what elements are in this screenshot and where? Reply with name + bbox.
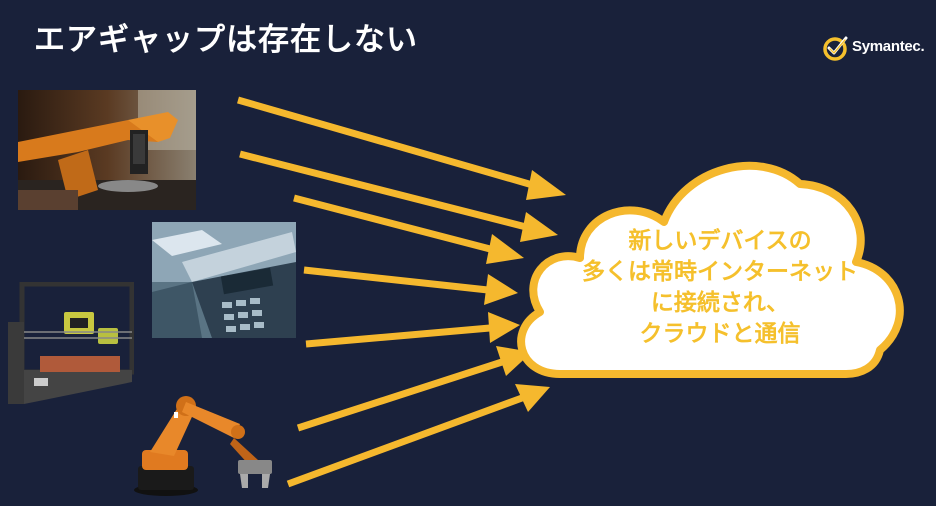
arrowhead-7 xyxy=(515,384,550,412)
arrow-7 xyxy=(286,394,524,488)
arrow-6 xyxy=(296,358,504,432)
arrow-4 xyxy=(303,266,489,294)
arrowhead-3 xyxy=(486,234,524,264)
arrow-1 xyxy=(237,96,537,190)
arrowhead-2 xyxy=(520,212,558,242)
cloud-message: 新しいデバイスの 多くは常時インターネット に接続され、 クラウドと通信 xyxy=(560,226,880,350)
brand-name: Symantec. xyxy=(852,38,925,55)
symantec-logo xyxy=(823,36,848,61)
slide-title: エアギャップは存在しない xyxy=(34,22,418,58)
robot-arm-photo xyxy=(18,90,196,210)
arrowhead-1 xyxy=(526,170,566,200)
arrow-2 xyxy=(239,150,531,232)
cloud-line-1: 新しいデバイスの xyxy=(628,228,812,254)
payment-terminal-photo xyxy=(152,222,296,338)
3d-printer-photo xyxy=(4,282,134,412)
arrow-5 xyxy=(305,324,491,348)
arrowhead-4 xyxy=(484,274,518,305)
cloud-line-2: 多くは常時インターネット xyxy=(582,259,858,285)
arrow-3 xyxy=(293,194,495,254)
arrowhead-5 xyxy=(488,312,520,343)
cloud-line-3: に接続され、 xyxy=(650,290,790,316)
industrial-robot-photo xyxy=(130,394,280,498)
cloud-shape xyxy=(517,161,904,378)
checkmark-circle-icon xyxy=(823,36,848,61)
cloud-line-4: クラウドと通信 xyxy=(639,321,801,347)
